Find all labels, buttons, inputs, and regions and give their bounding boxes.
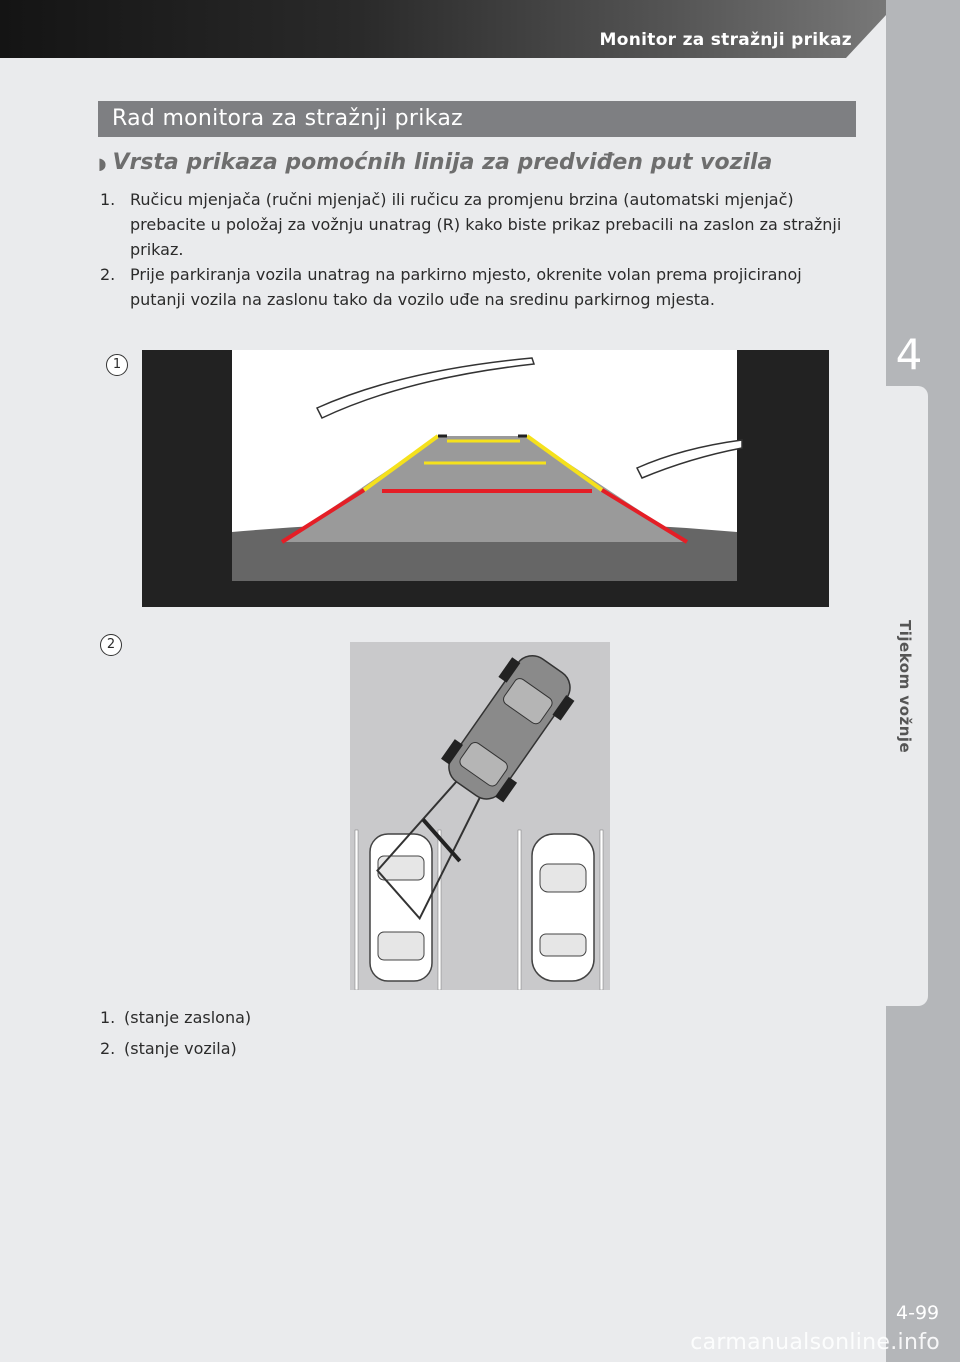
reversing-car (376, 655, 575, 921)
guide-line-yellow-right (525, 434, 604, 492)
parking-illustration (350, 642, 610, 990)
subheading: ◗ Vrsta prikaza pomoćnih linija za predvi… (98, 150, 772, 175)
bay-line (354, 829, 359, 990)
top-banner (0, 0, 900, 58)
step-number: 1. (100, 190, 116, 209)
parking-line-left (315, 357, 536, 419)
bay-line (599, 829, 604, 990)
caption-item: 2. (stanje vozila) (100, 1033, 251, 1064)
screen-illustration (142, 350, 829, 607)
guide-line-red-left (280, 488, 366, 544)
figure-captions: 1. (stanje zaslona) 2. (stanje vozila) (100, 1002, 251, 1064)
step-text: Prije parkiranja vozila unatrag na parki… (130, 265, 802, 309)
step-item: 2. Prije parkiranja vozila unatrag na pa… (100, 262, 860, 312)
chapter-label: Tijekom vožnje (896, 620, 914, 754)
step-item: 1. Ručicu mjenjača (ručni mjenjač) ili r… (100, 187, 860, 262)
figure-label-2: 2 (100, 634, 122, 656)
chapter-number: 4 (895, 330, 923, 379)
caption-text: (stanje vozila) (124, 1039, 237, 1058)
guide-line-red-right (600, 488, 689, 544)
page-number: 4-99 (896, 1302, 940, 1324)
parking-line-right (635, 439, 743, 479)
bay-line (437, 829, 442, 990)
step-text: Ručicu mjenjača (ručni mjenjač) ili ruči… (130, 190, 842, 259)
figure-label-1: 1 (106, 354, 128, 376)
running-header-title: Monitor za stražnji prikaz (599, 30, 852, 50)
step-number: 2. (100, 265, 116, 284)
bay-line (517, 829, 522, 990)
caption-number: 1. (100, 1008, 116, 1027)
guide-line-yellow-left (362, 434, 440, 492)
subheading-marker-icon: ◗ (98, 154, 107, 173)
caption-number: 2. (100, 1039, 116, 1058)
watermark: carmanualsonline.info (690, 1330, 940, 1355)
section-title: Rad monitora za stražnji prikaz (98, 101, 856, 137)
parked-car-left (369, 833, 433, 982)
steps-list: 1. Ručicu mjenjača (ručni mjenjač) ili r… (100, 187, 860, 312)
caption-text: (stanje zaslona) (124, 1008, 252, 1027)
chapter-tab (886, 386, 928, 1006)
subheading-text: Vrsta prikaza pomoćnih linija za predviđ… (112, 150, 773, 175)
parked-car-right (531, 833, 595, 982)
caption-item: 1. (stanje zaslona) (100, 1002, 251, 1033)
